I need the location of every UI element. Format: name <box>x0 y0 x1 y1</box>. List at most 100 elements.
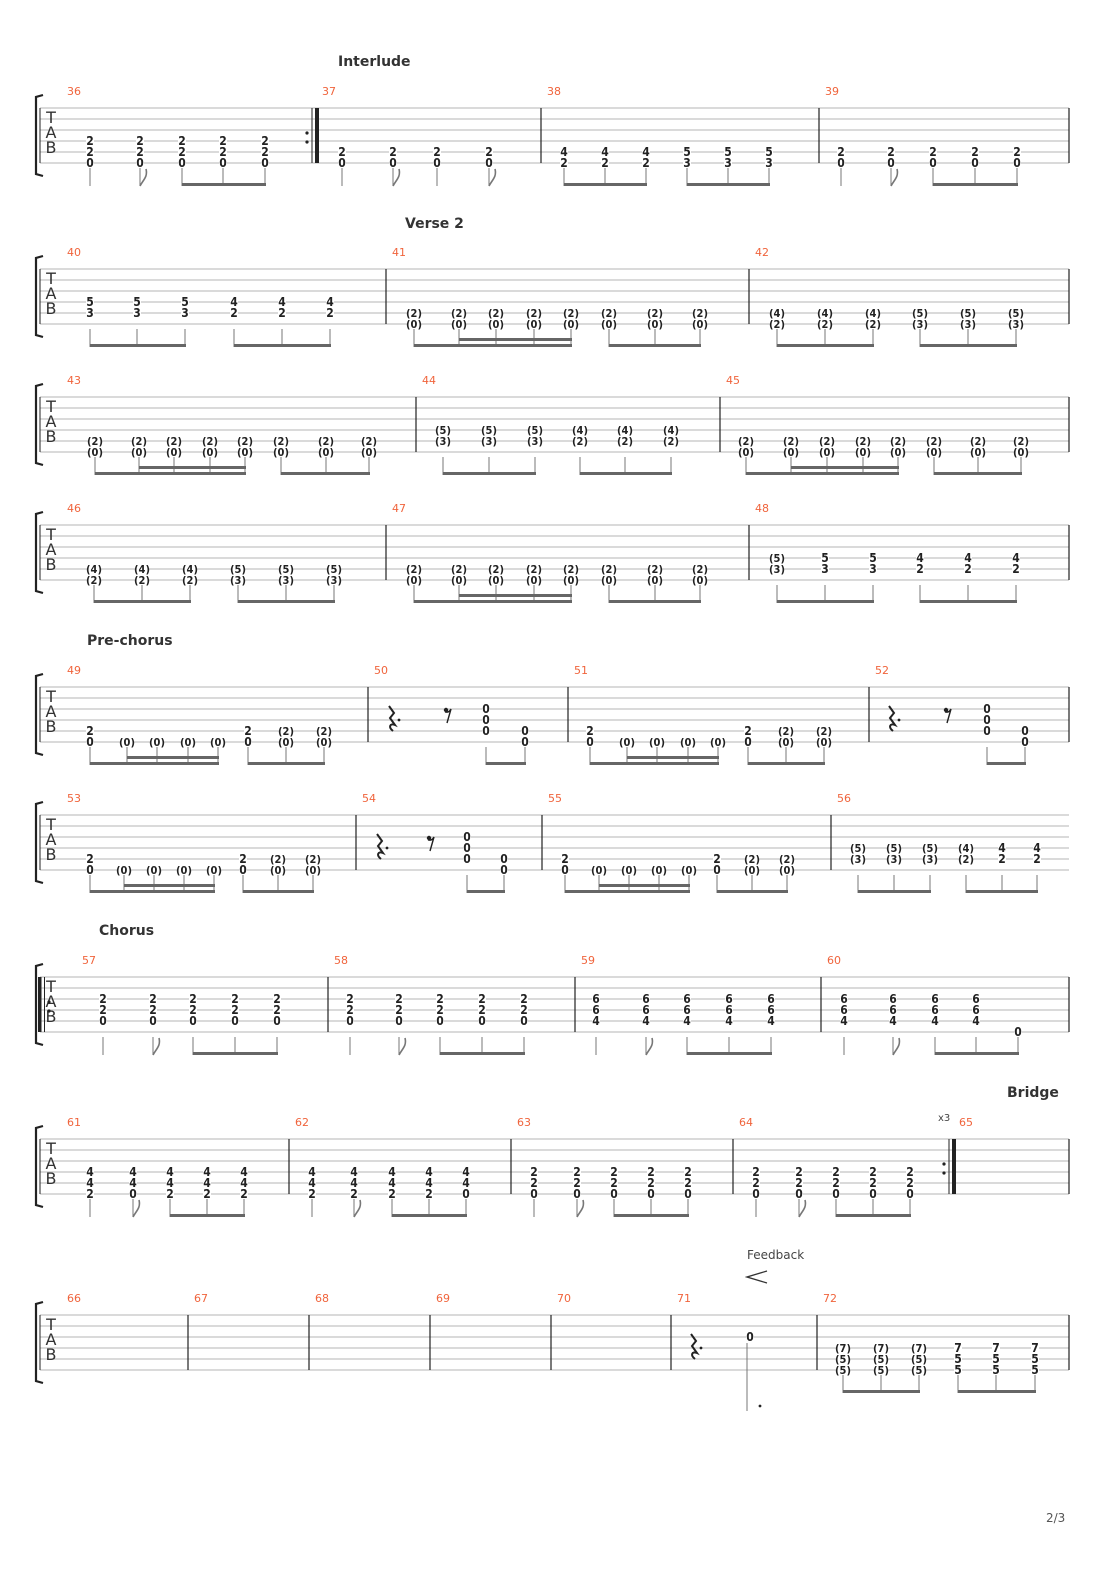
fret-number: 0 <box>869 1187 877 1201</box>
beam <box>858 890 931 893</box>
fret-bg <box>857 447 869 457</box>
fret-bg <box>888 854 900 864</box>
fret-bg <box>746 1332 754 1342</box>
repeat-end-thick-line <box>315 108 319 163</box>
eighth-rest-icon <box>426 835 432 841</box>
tab-clef-letter: B <box>46 299 57 318</box>
fret-bg <box>888 843 900 853</box>
fret-bg <box>326 297 334 307</box>
fret-number: 4 <box>462 1176 470 1190</box>
fret-bg <box>725 1005 733 1015</box>
fret-bg <box>326 308 334 318</box>
eighth-flag-icon <box>890 168 899 187</box>
fret-number: (0) <box>816 736 832 749</box>
fret-bg <box>746 854 758 864</box>
fret-bg <box>560 147 568 157</box>
fret-number: (5) <box>873 1364 889 1377</box>
fret-number: (2) <box>617 435 633 448</box>
measure-43: 43(2)(0)(2)(0)(2)(0)(2)(0)(2)(0)(2)(0)(2… <box>67 374 377 475</box>
fret-number: (5) <box>1008 307 1024 320</box>
fret-number: 5 <box>992 1352 1000 1366</box>
system-bracket <box>34 672 44 757</box>
fret-number: 0 <box>530 1187 538 1201</box>
fret-number: 2 <box>906 1176 914 1190</box>
fret-number: (0) <box>692 318 708 331</box>
fret-bg <box>752 1189 760 1199</box>
fret-bg <box>683 158 691 168</box>
fret-bg <box>560 158 568 168</box>
fret-number: 4 <box>388 1165 396 1179</box>
fret-bg <box>913 1365 925 1375</box>
fret-number: (0) <box>647 574 663 587</box>
fret-bg <box>86 147 94 157</box>
measure-number: 58 <box>334 954 348 967</box>
fret-number: 4 <box>203 1176 211 1190</box>
fret-bg <box>771 553 783 563</box>
tab-clef-letter: T <box>45 815 56 834</box>
fret-bg <box>528 308 540 318</box>
section-label-verse-2: Verse 2 <box>405 216 464 232</box>
eighth-flag-icon <box>892 1037 901 1056</box>
tab-clef-letter: T <box>45 397 56 416</box>
fret-number: 4 <box>425 1176 433 1190</box>
fret-number: 2 <box>684 1176 692 1190</box>
fret-number: 4 <box>240 1176 248 1190</box>
measure-number: 61 <box>67 1116 81 1129</box>
fret-number: 4 <box>308 1165 316 1179</box>
fret-bg <box>389 158 397 168</box>
fret-number: (2) <box>270 853 286 866</box>
fret-bg <box>649 564 661 574</box>
beam <box>748 762 825 765</box>
fret-number: (2) <box>769 318 785 331</box>
fret-bg <box>785 436 797 446</box>
fret-bg <box>992 1365 1000 1375</box>
page-number: 2/3 <box>1046 1511 1066 1525</box>
fret-number: 4 <box>166 1176 174 1190</box>
fret-bg <box>244 737 252 747</box>
fret-bg <box>136 158 144 168</box>
fret-bg <box>86 726 94 736</box>
fret-number: (5) <box>835 1353 851 1366</box>
fret-number: 4 <box>425 1165 433 1179</box>
fret-bg <box>869 564 877 574</box>
fret-number: (2) <box>182 574 198 587</box>
fret-bg <box>273 1005 281 1015</box>
fret-number: (2) <box>890 435 906 448</box>
beam <box>486 762 526 765</box>
fret-number: (5) <box>850 842 866 855</box>
measure-number: 67 <box>194 1292 208 1305</box>
fret-bg <box>86 865 94 875</box>
fret-bg <box>592 1005 600 1015</box>
fret-bg <box>983 704 991 714</box>
quarter-rest-icon <box>690 1333 700 1360</box>
fret-bg <box>136 564 148 574</box>
fret-number: 4 <box>889 1014 897 1028</box>
fret-number: 4 <box>350 1176 358 1190</box>
fret-number: 6 <box>889 1003 897 1017</box>
fret-number: (2) <box>273 435 289 448</box>
fret-number: (2) <box>1013 435 1029 448</box>
fret-bg <box>852 843 864 853</box>
system-bracket <box>34 254 44 339</box>
fret-bg <box>261 136 269 146</box>
fret-number: 4 <box>278 295 286 309</box>
fret-bg <box>771 308 783 318</box>
fret-number: (0) <box>202 446 218 459</box>
fret-number: 2 <box>261 145 269 159</box>
fret-bg <box>136 575 148 585</box>
fret-bg <box>683 147 691 157</box>
fret-number: 2 <box>684 1165 692 1179</box>
fret-number: (2) <box>361 435 377 448</box>
measure-69: 69 <box>436 1292 450 1305</box>
measure-number: 59 <box>581 954 595 967</box>
fret-number: (5) <box>230 563 246 576</box>
fret-number: 0 <box>887 156 895 170</box>
fret-bg <box>647 1178 655 1188</box>
measure-number: 64 <box>739 1116 753 1129</box>
fret-number: (3) <box>230 574 246 587</box>
measure-number: 57 <box>82 954 96 967</box>
fret-number: 2 <box>278 306 286 320</box>
beam <box>609 600 701 603</box>
